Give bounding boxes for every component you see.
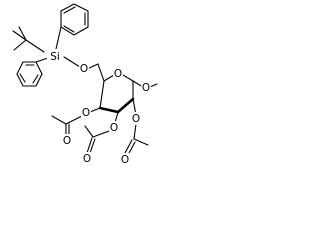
atom-si: Si	[47, 49, 63, 63]
carbonyl-bond	[127, 141, 136, 156]
atom-label-o-c3-carbonyl: O	[83, 153, 91, 165]
bond	[133, 138, 149, 146]
atom-label-o-c2-carbonyl: O	[121, 154, 129, 166]
atom-o-c4-carbonyl: O	[62, 134, 72, 147]
phenyl-ring-hexagon	[16, 61, 43, 87]
ring-bond	[122, 74, 134, 82]
bond	[84, 125, 94, 138]
ring-bond	[99, 80, 105, 109]
atom-o-c4: O	[81, 106, 91, 119]
aromatic-double-bond	[63, 25, 75, 33]
phenyl-ring-top	[55, 3, 89, 50]
bond	[63, 56, 81, 68]
atom-o-c3-carbonyl: O	[82, 152, 92, 165]
molecule-structure: Si O O O O O O O O O	[12, 3, 158, 166]
ring-bond-bold	[116, 97, 135, 114]
bond	[55, 26, 62, 50]
bond	[65, 115, 83, 125]
atom-label-o-c4-carbonyl: O	[63, 135, 71, 147]
pyranose-ring	[98, 74, 135, 114]
bond	[133, 123, 137, 140]
aromatic-double-bond	[63, 6, 76, 14]
atom-o-ring: O	[113, 67, 123, 80]
carbonyl-bond	[86, 137, 93, 154]
bond	[35, 57, 49, 63]
carbonyl-bond	[89, 138, 96, 154]
bond	[92, 130, 110, 138]
bond	[12, 30, 27, 41]
phenyl-ring-hexagon	[60, 3, 89, 36]
atom-o-c3: O	[109, 121, 119, 134]
atom-label-si: Si	[50, 51, 60, 63]
atom-o-methoxy: O	[141, 81, 151, 94]
aromatic-double-bond	[19, 73, 26, 83]
atom-label-o-c2: O	[132, 113, 140, 125]
atom-label-o-ring: O	[114, 68, 122, 80]
bond	[149, 83, 158, 88]
ring-bond-bold	[98, 106, 120, 114]
atom-o-c2-carbonyl: O	[120, 153, 130, 166]
bond	[51, 115, 67, 125]
bond	[25, 39, 45, 53]
atom-o-silyl: O	[79, 62, 89, 75]
bond	[89, 107, 101, 113]
bond	[97, 63, 105, 82]
aromatic-double-bond	[32, 74, 39, 84]
tert-butyl-group	[12, 26, 45, 53]
atom-label-o-c3: O	[110, 122, 118, 134]
carbonyl-bond	[124, 139, 133, 154]
ring-bond	[103, 74, 115, 82]
atom-label-o-c4: O	[82, 107, 90, 119]
phenyl-ring-bottom	[16, 57, 49, 87]
bond	[18, 26, 27, 41]
bond	[13, 39, 27, 51]
atom-label-o-methoxy: O	[142, 82, 150, 94]
atom-label-o-silyl: O	[80, 63, 88, 75]
atom-o-c2: O	[131, 112, 141, 125]
